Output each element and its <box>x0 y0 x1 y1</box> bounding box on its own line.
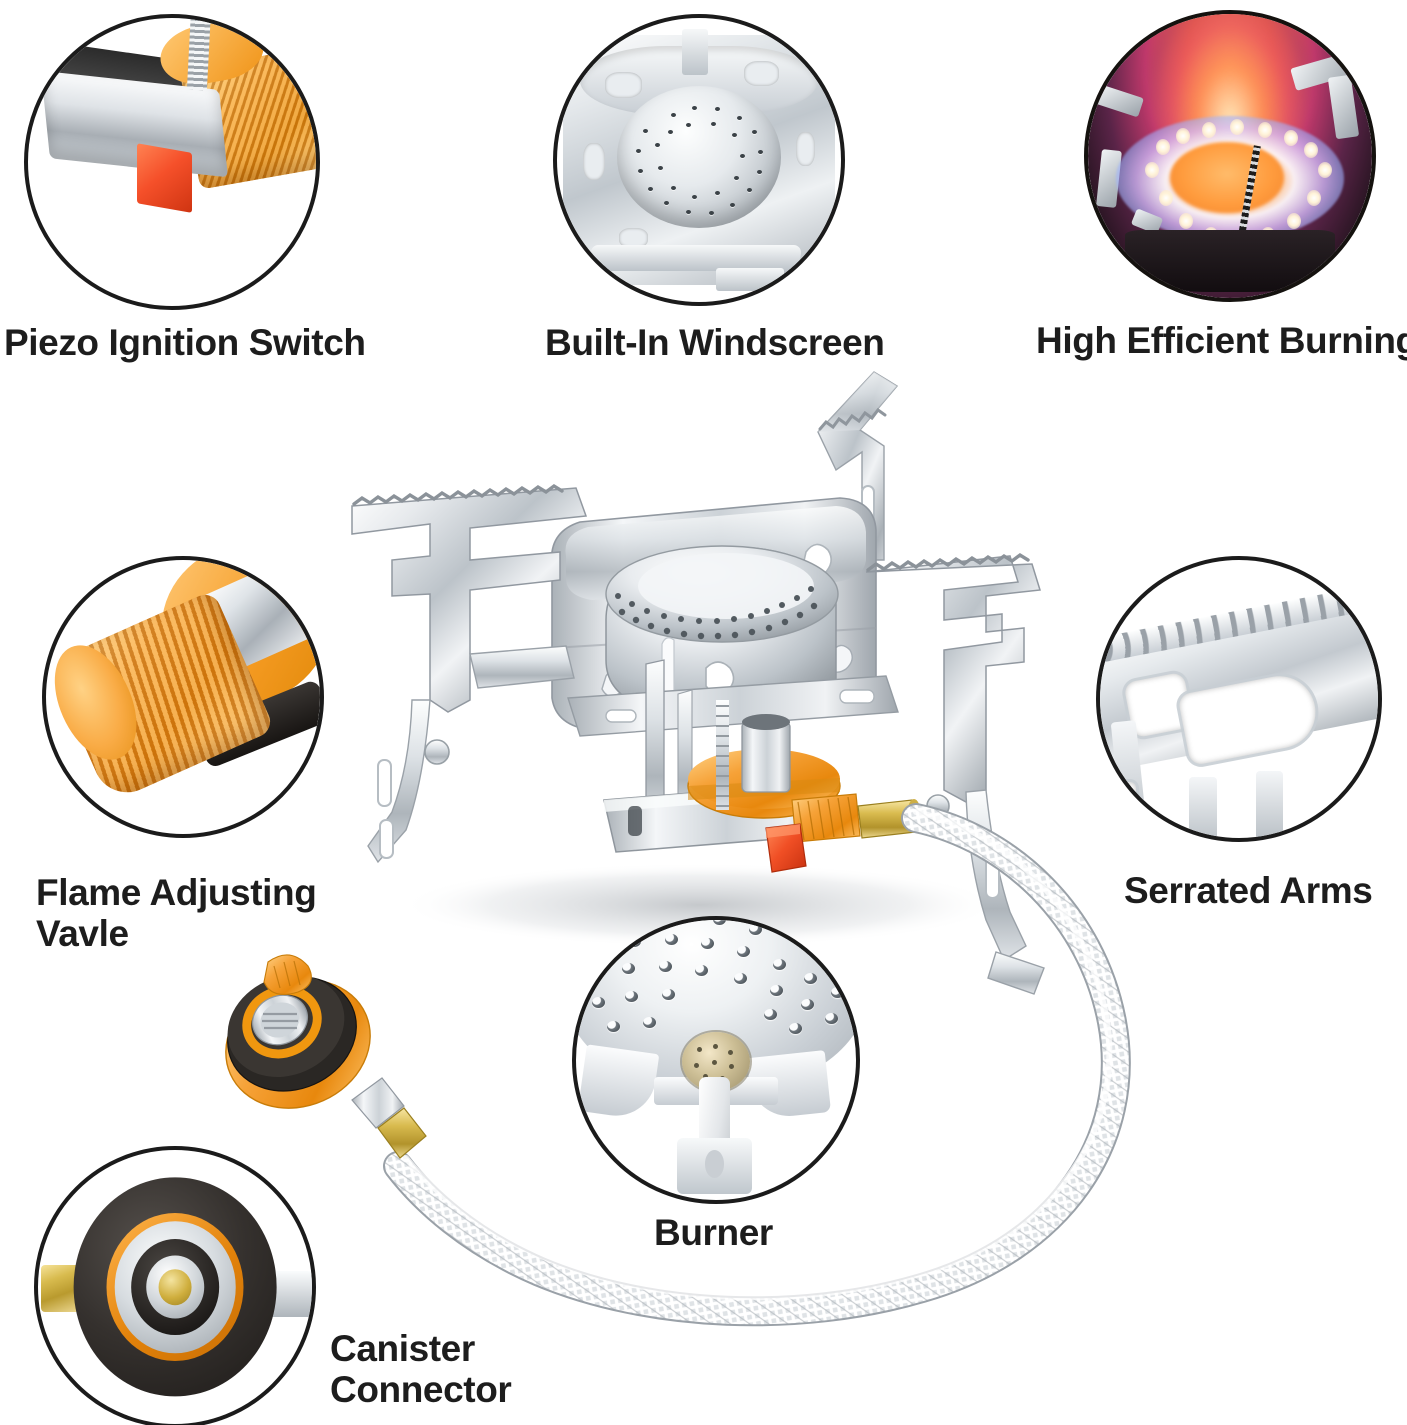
high-efficient-burning-photo <box>1084 10 1376 302</box>
pot-support-arm-left <box>351 483 588 864</box>
serrated-arms-photo <box>1096 556 1382 842</box>
burner-photo <box>572 916 860 1204</box>
burner-label: Burner <box>654 1212 773 1253</box>
windscreen-housing <box>550 497 877 731</box>
piezo-ignition-switch-photo <box>24 14 320 310</box>
flame-adjusting-valve-photo <box>42 556 324 838</box>
pot-support-arm-rear <box>817 371 899 561</box>
flame-adjusting-valve-label: Flame Adjusting Vavle <box>36 872 317 955</box>
canister-connector-label: Canister Connector <box>330 1328 512 1411</box>
built-in-windscreen-photo <box>553 14 845 306</box>
piezo-ignition-switch-label: Piezo Ignition Switch <box>4 322 366 363</box>
valve-assembly <box>603 659 921 873</box>
serrated-arms-label: Serrated Arms <box>1124 870 1373 911</box>
pot-support-arm-right <box>865 552 1045 995</box>
high-efficient-burning-label: High Efficient Burning <box>1036 320 1407 361</box>
canister-connector-photo <box>34 1146 316 1425</box>
hose-canister-coupling <box>225 954 427 1159</box>
burner-head <box>605 545 839 717</box>
burner-base-plate <box>567 675 899 737</box>
built-in-windscreen-label: Built-In Windscreen <box>545 322 885 363</box>
